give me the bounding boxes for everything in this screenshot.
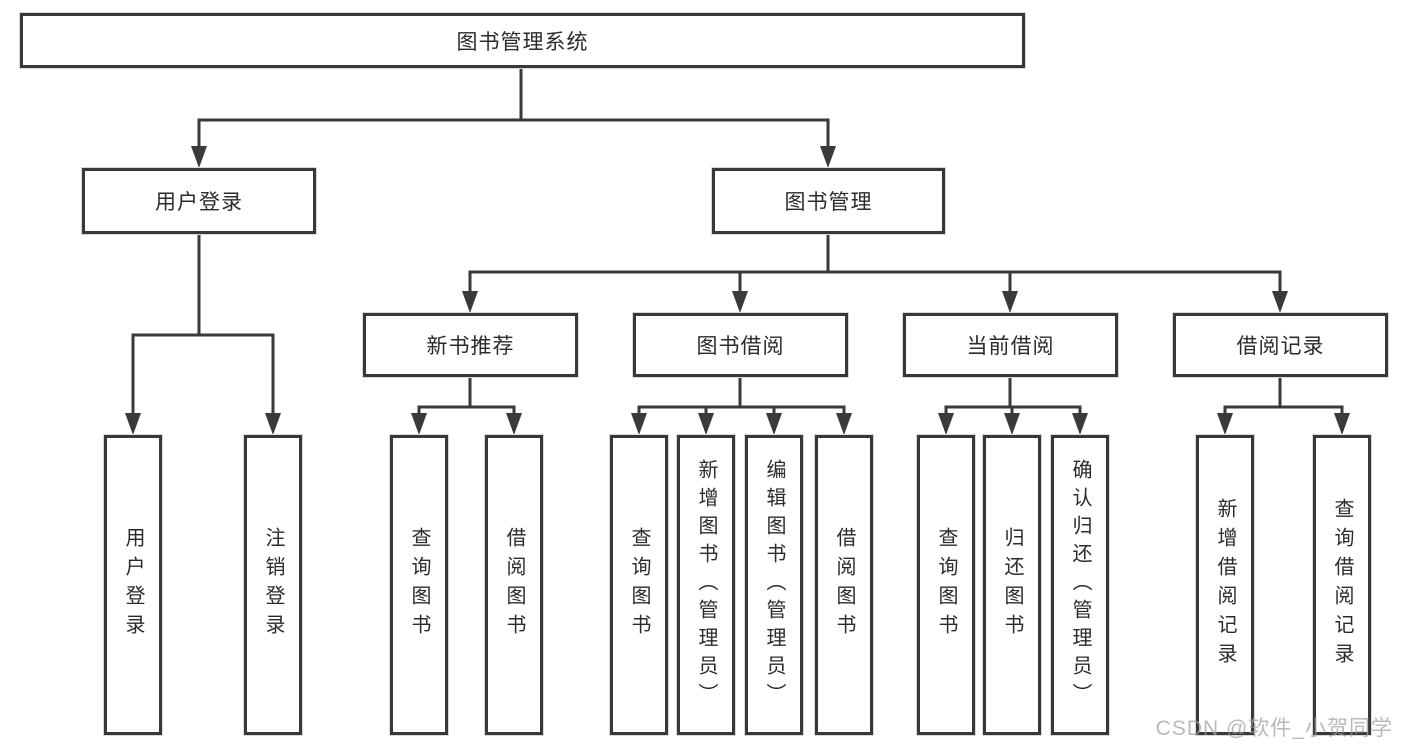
leaf-label: 借阅图书 bbox=[833, 527, 855, 643]
node-label: 新书推荐 bbox=[426, 335, 515, 358]
leaf-borrow-books-recommend: 借阅图书 bbox=[485, 435, 543, 735]
leaf-logout: 注销登录 bbox=[244, 435, 302, 735]
node-label: 图书借阅 bbox=[696, 335, 785, 358]
leaf-label: 归还图书 bbox=[1001, 527, 1023, 643]
leaf-label: 查询图书 bbox=[408, 527, 430, 643]
leaf-label: 编辑图书（管理员） bbox=[763, 459, 785, 711]
leaf-label: 查询借阅记录 bbox=[1331, 498, 1353, 672]
arrow-down-icon bbox=[265, 413, 281, 435]
node-label: 用户登录 bbox=[155, 191, 243, 214]
arrow-down-icon bbox=[836, 413, 852, 435]
arrow-down-icon bbox=[1072, 413, 1088, 435]
arrow-down-icon bbox=[411, 413, 427, 435]
node-new-book-recommend: 新书推荐 bbox=[363, 313, 578, 377]
arrow-down-icon bbox=[732, 291, 748, 313]
edge-current-to-leaves bbox=[938, 375, 1088, 435]
edge-login-to-leaves bbox=[125, 232, 281, 435]
leaf-label: 查询图书 bbox=[628, 527, 650, 643]
arrow-down-icon bbox=[1004, 413, 1020, 435]
edge-newbook-to-leaves bbox=[411, 375, 522, 435]
arrow-down-icon bbox=[820, 146, 836, 168]
node-label: 当前借阅 bbox=[966, 335, 1055, 358]
leaf-label: 用户登录 bbox=[122, 527, 144, 643]
node-user-login-branch: 用户登录 bbox=[82, 168, 316, 234]
leaf-add-books-admin: 新增图书（管理员） bbox=[677, 435, 735, 735]
leaf-user-login: 用户登录 bbox=[104, 435, 162, 735]
leaf-borrow-books: 借阅图书 bbox=[815, 435, 873, 735]
node-root: 图书管理系统 bbox=[20, 13, 1025, 68]
leaf-edit-books-admin: 编辑图书（管理员） bbox=[745, 435, 803, 735]
node-book-management-branch: 图书管理 bbox=[712, 168, 945, 234]
edge-borrow-to-leaves bbox=[631, 375, 852, 435]
leaf-label: 新增借阅记录 bbox=[1214, 498, 1236, 672]
leaf-query-borrow-record: 查询借阅记录 bbox=[1313, 435, 1371, 735]
arrow-down-icon bbox=[506, 413, 522, 435]
leaf-label: 确认归还（管理员） bbox=[1069, 459, 1091, 711]
arrow-down-icon bbox=[125, 413, 141, 435]
node-label: 借阅记录 bbox=[1236, 335, 1325, 358]
edge-records-to-leaves bbox=[1217, 375, 1350, 435]
arrow-down-icon bbox=[698, 413, 714, 435]
arrow-down-icon bbox=[631, 413, 647, 435]
leaf-add-borrow-record: 新增借阅记录 bbox=[1196, 435, 1254, 735]
node-borrowing-records: 借阅记录 bbox=[1173, 313, 1388, 377]
arrow-down-icon bbox=[1334, 413, 1350, 435]
leaf-label: 新增图书（管理员） bbox=[695, 459, 717, 711]
node-book-borrowing: 图书借阅 bbox=[633, 313, 848, 377]
edge-root-to-level2 bbox=[191, 66, 836, 168]
node-label: 图书管理 bbox=[784, 191, 873, 214]
leaf-label: 借阅图书 bbox=[503, 527, 525, 643]
arrow-down-icon bbox=[766, 413, 782, 435]
arrow-down-icon bbox=[1002, 291, 1018, 313]
leaf-label: 注销登录 bbox=[262, 527, 284, 643]
edge-management-to-level3 bbox=[462, 232, 1288, 313]
watermark: CSDN @软件_小贺同学 bbox=[1155, 717, 1393, 740]
leaf-query-books-recommend: 查询图书 bbox=[390, 435, 448, 735]
leaf-query-books-borrow: 查询图书 bbox=[610, 435, 668, 735]
leaf-label: 查询图书 bbox=[935, 527, 957, 643]
leaf-query-books-current: 查询图书 bbox=[917, 435, 975, 735]
arrow-down-icon bbox=[1272, 291, 1288, 313]
arrow-down-icon bbox=[938, 413, 954, 435]
leaf-return-books: 归还图书 bbox=[983, 435, 1041, 735]
leaf-confirm-return-admin: 确认归还（管理员） bbox=[1051, 435, 1109, 735]
arrow-down-icon bbox=[1217, 413, 1233, 435]
node-current-borrowing: 当前借阅 bbox=[903, 313, 1118, 377]
node-root-label: 图书管理系统 bbox=[456, 30, 589, 54]
arrow-down-icon bbox=[191, 146, 207, 168]
arrow-down-icon bbox=[462, 291, 478, 313]
